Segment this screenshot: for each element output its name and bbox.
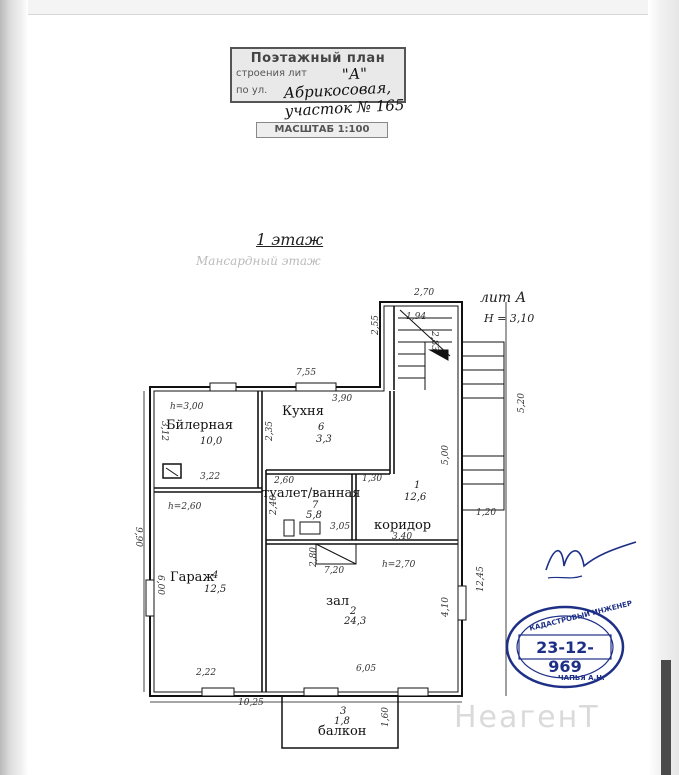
- dim-280: 2,80: [309, 546, 320, 568]
- room-hall-area: 24,3: [344, 616, 367, 627]
- stamp-line2-prefix: по ул.: [236, 85, 268, 96]
- room-hall-name: зал: [326, 594, 350, 609]
- seal-number: 23-12-969: [536, 638, 594, 676]
- room-kitchen-number: 6: [318, 422, 325, 433]
- boiler-symbol: [162, 463, 182, 479]
- dim-410: 4,10: [441, 596, 452, 618]
- room-toilet-area: 5,8: [306, 510, 322, 521]
- stamp-line1-prefix: строения лит: [236, 68, 307, 79]
- dim-255: 2,55: [371, 314, 382, 336]
- external-stairs: [461, 341, 505, 511]
- dim-120: 1,20: [476, 508, 497, 518]
- scan-right-shadow: [661, 660, 671, 775]
- dim-235: 2,35: [265, 420, 276, 442]
- room-kitchen-area: 3,3: [316, 434, 332, 445]
- dim-605: 6,05: [356, 664, 377, 674]
- staircase: [398, 309, 452, 390]
- dim-1245: 12,45: [475, 566, 486, 592]
- dim-520: 5,20: [517, 392, 528, 414]
- dim-130: 1,30: [362, 474, 383, 484]
- room-toilet-name: туалет/ванная: [262, 486, 361, 501]
- scale-label: МАСШТАБ 1:100: [256, 122, 388, 138]
- dim-194: 1,94: [406, 312, 427, 322]
- floor-title: 1 этаж: [256, 230, 324, 249]
- dim-340: 3,40: [392, 532, 413, 542]
- dim-305: 3,05: [330, 522, 351, 532]
- room-hall-number: 2: [350, 606, 357, 617]
- room-garage-number: 4: [212, 570, 219, 581]
- dim-720: 7,20: [324, 566, 345, 576]
- dim-390: 3,90: [332, 394, 353, 404]
- cadastral-seal: [505, 605, 625, 689]
- room-toilet-number: 7: [312, 500, 319, 511]
- windows: [145, 382, 467, 697]
- room-balcony-name: балкон: [318, 724, 367, 739]
- room-corridor-name: коридор: [374, 518, 432, 533]
- dim-240: 2,40: [269, 494, 280, 516]
- scan-left-edge: [0, 0, 28, 775]
- room-garage-name: Гараж: [170, 570, 215, 585]
- room-boiler-name: Бйлерная: [166, 418, 234, 433]
- litera-height: H = 3,10: [484, 312, 535, 325]
- dim-312: 3,12: [159, 420, 170, 442]
- room-balcony-area: 1,8: [334, 716, 350, 727]
- dim-283: 2,83: [429, 330, 440, 352]
- stamp-title: Поэтажный план: [250, 51, 386, 66]
- dim-1025: 10,25: [238, 698, 264, 708]
- toilet-fixture: [283, 519, 295, 537]
- room-kitchen-name: Кухня: [282, 404, 324, 419]
- balcony-outline: [281, 695, 399, 749]
- dim-260: 2,60: [274, 476, 295, 486]
- room-corridor-area: 12,6: [404, 492, 427, 503]
- dim-755: 7,55: [296, 368, 317, 378]
- litera-label: лит А: [480, 290, 527, 306]
- dim-322: 3,22: [200, 472, 221, 482]
- dimension-lines: [143, 302, 507, 703]
- dim-500: 5,00: [441, 444, 452, 466]
- room-garage-height: h=2,60: [168, 502, 202, 512]
- dim-160: 1,60: [381, 706, 392, 728]
- watermark: НеагенТ: [454, 700, 600, 735]
- dim-990: 9,90: [133, 526, 144, 548]
- room-corridor-number: 1: [414, 480, 421, 491]
- dim-222: 2,22: [196, 668, 217, 678]
- title-stamp: Поэтажный план строения лит "А" по ул. А…: [230, 47, 406, 120]
- room-boiler-height: h=3,00: [170, 402, 204, 412]
- room-hall-height: h=2,70: [382, 560, 416, 570]
- room-garage-area: 12,5: [204, 584, 227, 595]
- sink-fixture: [299, 521, 321, 535]
- room-boiler-number: 10,0: [200, 436, 223, 447]
- dim-270: 2,70: [414, 288, 435, 298]
- faint-subtitle: Мансардный этаж: [196, 254, 321, 268]
- scan-top-edge: [28, 0, 648, 15]
- room-balcony-number: 3: [340, 706, 347, 717]
- seal-bottom-text: ЧАПЬЯ А.Н.: [558, 674, 605, 682]
- handwritten-signature: [545, 541, 637, 579]
- scan-right-edge: [649, 0, 679, 775]
- hall-step: [315, 543, 357, 565]
- interior-walls: [154, 306, 458, 692]
- dim-600: 6,00: [155, 574, 166, 596]
- outer-walls: [149, 301, 463, 697]
